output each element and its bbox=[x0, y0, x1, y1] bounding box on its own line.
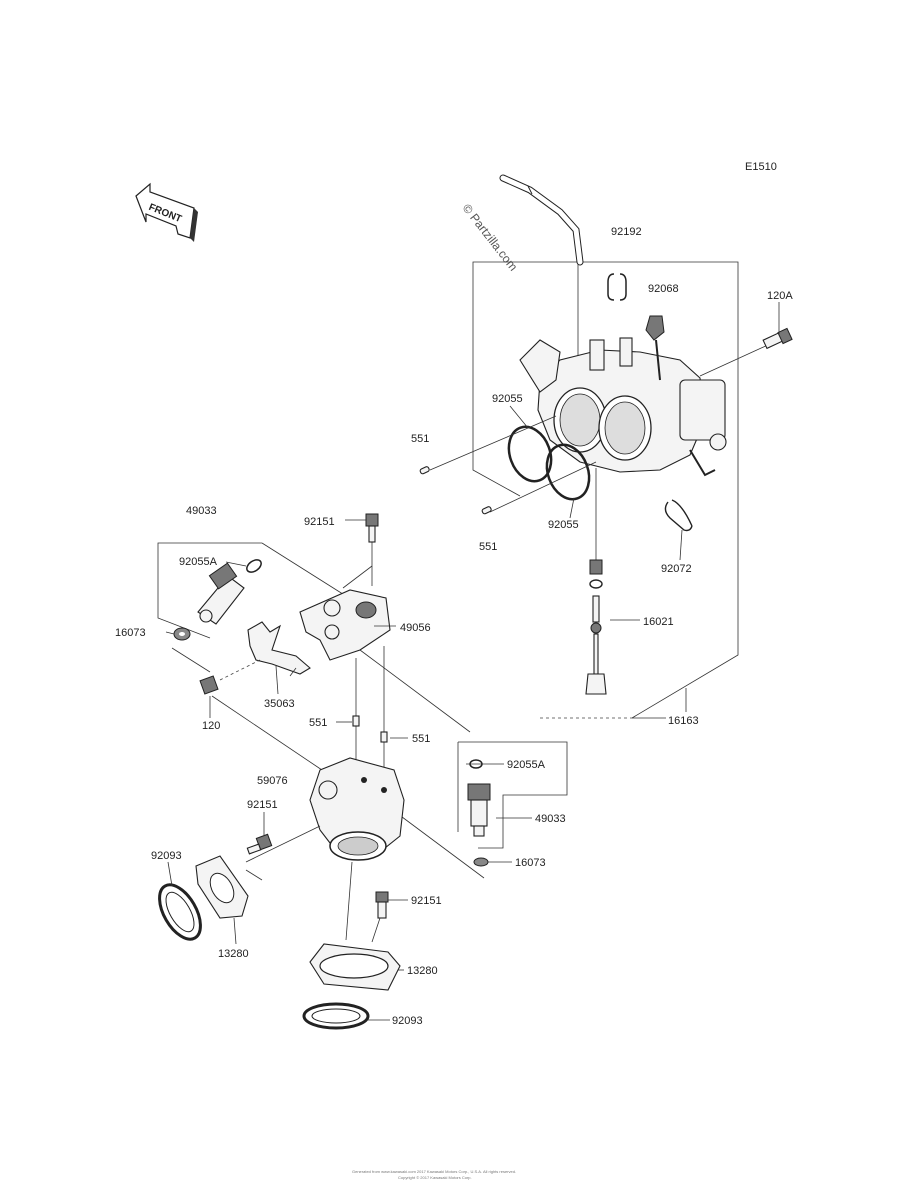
front-arrow-icon: FRONT bbox=[135, 182, 198, 242]
callout-49056: 49056 bbox=[400, 622, 431, 634]
callout-92055a-top: 92055A bbox=[179, 556, 218, 568]
callout-49033-top: 49033 bbox=[186, 505, 217, 517]
seal-92093-low-part bbox=[302, 1002, 370, 1030]
bolt-120-part bbox=[199, 675, 219, 695]
callout-16073-box: 16073 bbox=[515, 857, 546, 869]
callout-92151-low: 92151 bbox=[411, 895, 442, 907]
vacuum-hose-part bbox=[499, 174, 584, 266]
footer-line-2: Copyright © 2017 Kawasaki Motors Corp. bbox=[398, 1175, 472, 1180]
callout-49033-box: 49033 bbox=[535, 813, 566, 825]
callout-92151-mid: 92151 bbox=[247, 799, 278, 811]
gasket-13280-left-part bbox=[195, 855, 249, 919]
seal-92093-left-part bbox=[158, 883, 202, 941]
callout-92192: 92192 bbox=[611, 226, 642, 238]
assembly-bracket-lines bbox=[472, 240, 739, 719]
callout-92151-top: 92151 bbox=[304, 516, 335, 528]
o-ring-92055-upper-part bbox=[507, 425, 553, 483]
callout-551-left: 551 bbox=[411, 433, 429, 445]
injector-box-right-lines bbox=[457, 741, 568, 849]
bolt-92151-low-part bbox=[375, 891, 389, 919]
pin-551-mid-part bbox=[481, 506, 492, 515]
callout-16163: 16163 bbox=[668, 715, 699, 727]
callout-92093-left: 92093 bbox=[151, 850, 182, 862]
callout-92055-bottom: 92055 bbox=[548, 519, 579, 531]
callout-13280-low: 13280 bbox=[407, 965, 438, 977]
callout-92068: 92068 bbox=[648, 283, 679, 295]
watermark-text: © Partzilla.com bbox=[460, 201, 521, 273]
callout-16021: 16021 bbox=[643, 616, 674, 628]
footer-line-1: Generated from www.kawasaki.com 2017 Kaw… bbox=[352, 1169, 516, 1174]
nut-16073-left-part bbox=[173, 627, 191, 641]
callout-35063: 35063 bbox=[264, 698, 295, 710]
pin-551-upper-part bbox=[419, 466, 430, 475]
o-ring-92055-lower-part bbox=[545, 443, 591, 501]
bolt-92151-mid-part bbox=[245, 825, 321, 863]
callout-120a: 120A bbox=[767, 290, 793, 302]
callout-92093-low: 92093 bbox=[392, 1015, 423, 1027]
callout-13280-left: 13280 bbox=[218, 948, 249, 960]
adjust-screw-16021-part bbox=[585, 468, 607, 695]
bolt-92151-top-part bbox=[365, 513, 379, 543]
fuel-injector-49033-left-part bbox=[197, 559, 262, 625]
callout-92055a-box: 92055A bbox=[507, 759, 546, 771]
callout-551-mid: 551 bbox=[479, 541, 497, 553]
throttle-body-assembly-part bbox=[519, 315, 727, 477]
delivery-pipe-49056-part bbox=[299, 589, 391, 661]
fuel-injector-49033-right-part bbox=[467, 759, 491, 837]
bracket-35063-part bbox=[247, 621, 311, 675]
callout-551-a: 551 bbox=[309, 717, 327, 729]
callout-120: 120 bbox=[202, 720, 220, 732]
callout-leader-lines bbox=[165, 302, 780, 1021]
clamp-92072-part bbox=[664, 501, 693, 532]
callout-551-b: 551 bbox=[412, 733, 430, 745]
intake-joint-59076-part bbox=[309, 757, 405, 861]
callout-59076: 59076 bbox=[257, 775, 288, 787]
callout-92072: 92072 bbox=[661, 563, 692, 575]
clip-92068-part bbox=[607, 273, 615, 301]
gasket-13280-low-part bbox=[309, 943, 401, 991]
diagram-code: E1510 bbox=[745, 161, 777, 173]
callout-16073-left: 16073 bbox=[115, 627, 146, 639]
nut-16073-right-part bbox=[473, 857, 489, 867]
bolt-120a-part bbox=[699, 327, 793, 377]
callout-92055-top: 92055 bbox=[492, 393, 523, 405]
